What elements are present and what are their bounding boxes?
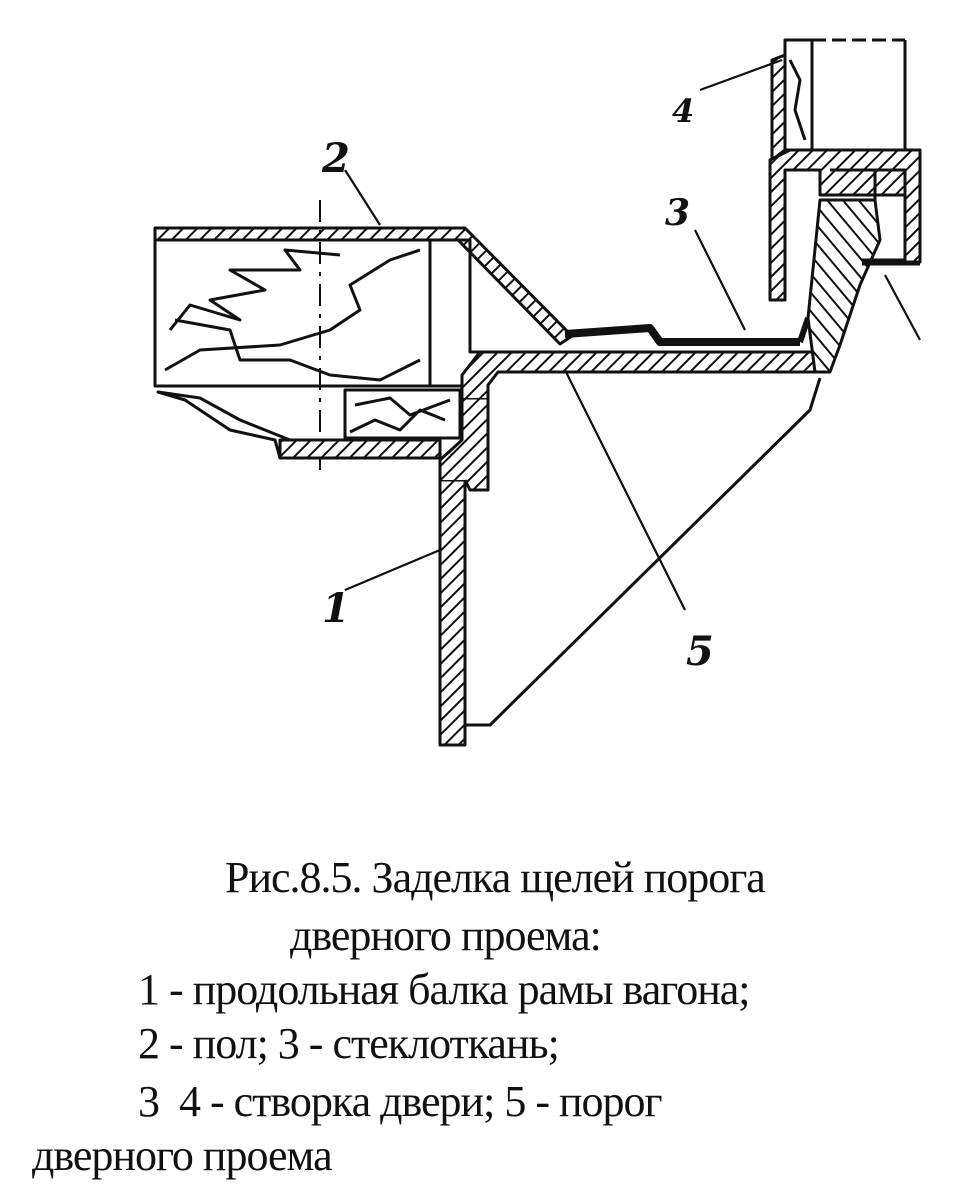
leader-lines <box>344 58 921 611</box>
floor-lower-support <box>155 384 465 460</box>
label-3: 3 <box>665 192 690 234</box>
caption-title-line-2: дверного проема: <box>290 911 602 960</box>
caption-legend-items-2-3: 2 - пол; 3 - стеклоткань; <box>138 1019 560 1068</box>
threshold-support <box>465 377 822 727</box>
caption-title-line: Рис.8.5. Заделка щелей порога <box>225 853 766 902</box>
caption-legend-items-4-5: 3 4 - створка двери; 5 - порог <box>138 1077 663 1126</box>
longitudinal-beam <box>438 350 817 747</box>
caption-legend-item-5-cont: дверного проема <box>32 1131 333 1180</box>
threshold-rib <box>806 198 920 374</box>
door-threshold-diagram: 1 2 3 4 5 <box>153 38 922 747</box>
label-5: 5 <box>686 628 714 675</box>
floor-plank <box>153 200 565 470</box>
label-1: 1 <box>322 585 350 632</box>
fiberglass-strip <box>564 317 811 346</box>
label-4: 4 <box>672 92 694 130</box>
door-leaf <box>768 38 922 302</box>
caption-legend-item-1: 1 - продольная балка рамы вагона; <box>138 965 750 1014</box>
label-2: 2 <box>321 135 350 182</box>
